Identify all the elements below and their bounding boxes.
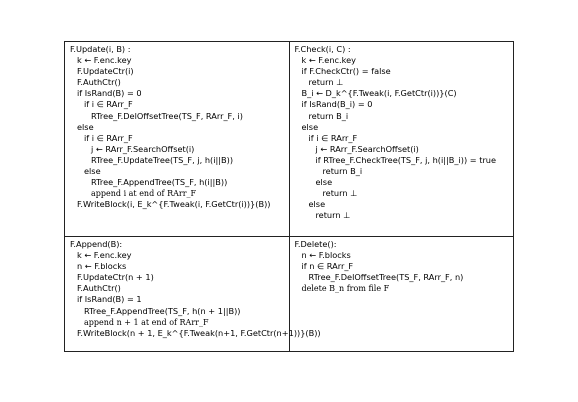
pseudocode-line: append n + 1 at end of RArr_F — [84, 317, 209, 327]
pseudocode-line: if IsRand(B) = 0 — [77, 88, 142, 99]
pseudocode-line: if RTree_F.CheckTree(TS_F, j, h(i||B_i))… — [315, 154, 497, 165]
pseudocode-line: else — [315, 177, 333, 188]
pseudocode-line: F.WriteBlock(n + 1, E_k^{F.Tweak(n+1, F.… — [77, 327, 321, 338]
pseudocode-line: else — [77, 121, 94, 132]
pseudocode-line: if IsRand(B_i) = 0 — [301, 99, 373, 110]
pseudocode-line: n ← F.blocks — [77, 261, 127, 272]
algorithm-header: F.Append(B): — [70, 239, 123, 249]
pseudocode-line: else — [301, 121, 319, 132]
pseudocode-line: j ← RArr_F.SearchOffset(i) — [315, 143, 419, 154]
pseudocode-line: RTree_F.DelOffsetTree(TS_F, RArr_F, n) — [308, 272, 464, 283]
pseudocode-line: return B_i — [308, 110, 349, 121]
pseudocode-line: append i at end of RArr_F — [91, 189, 197, 199]
pseudocode-line: return ⊥ — [308, 77, 344, 88]
pseudocode-line: return ⊥ — [315, 210, 351, 221]
pseudocode-line: RTree_F.UpdateTree(TS_F, j, h(i||B)) — [91, 154, 234, 165]
pseudocode-line: if i ∈ RArr_F — [84, 99, 133, 110]
pseudocode-line: else — [84, 166, 101, 177]
pseudocode-line: n ← F.blocks — [301, 250, 351, 261]
algorithm-header: F.Update(i, B) : — [70, 44, 131, 54]
algorithm-header: F.Check(i, C) : — [294, 44, 351, 54]
pseudocode-line: j ← RArr_F.SearchOffset(i) — [91, 143, 195, 154]
pseudocode-line: if n ∈ RArr_F — [301, 261, 354, 272]
pseudocode-line: if F.CheckCtr() = false — [301, 66, 391, 77]
pseudocode-line: RTree_F.AppendTree(TS_F, h(i||B)) — [91, 177, 228, 188]
pseudocode-line: RTree_F.DelOffsetTree(TS_F, RArr_F, i) — [91, 110, 243, 121]
pseudocode-line: F.UpdateCtr(i) — [77, 66, 134, 77]
pseudocode-line: F.AuthCtr() — [77, 283, 121, 294]
pseudocode-line: if i ∈ RArr_F — [308, 132, 358, 143]
pseudocode-line: if IsRand(B) = 1 — [77, 294, 142, 305]
pseudocode-line: RTree_F.AppendTree(TS_F, h(n + 1||B)) — [84, 305, 241, 316]
pseudocode-line: return B_i — [322, 166, 363, 177]
pseudocode-line: F.UpdateCtr(n + 1) — [77, 272, 154, 283]
algorithm-header: F.Delete(): — [294, 239, 337, 249]
pseudocode-line: k ← F.enc.key — [77, 55, 132, 66]
pseudocode-line: F.WriteBlock(i, E_k^{F.Tweak(i, F.GetCtr… — [77, 199, 271, 210]
pseudocode-line: F.AuthCtr() — [77, 77, 121, 88]
pseudocode-line: k ← F.enc.key — [301, 55, 356, 66]
pseudocode-line: delete B_n from file F — [301, 284, 390, 294]
pseudocode-line: return ⊥ — [322, 188, 358, 199]
pseudocode-line: k ← F.enc.key — [77, 250, 132, 261]
pseudocode-line: B_i ← D_k^{F.Tweak(i, F.GetCtr(i))}(C) — [301, 88, 457, 99]
pseudocode-line: else — [308, 199, 326, 210]
pseudocode-line: if i ∈ RArr_F — [84, 132, 133, 143]
